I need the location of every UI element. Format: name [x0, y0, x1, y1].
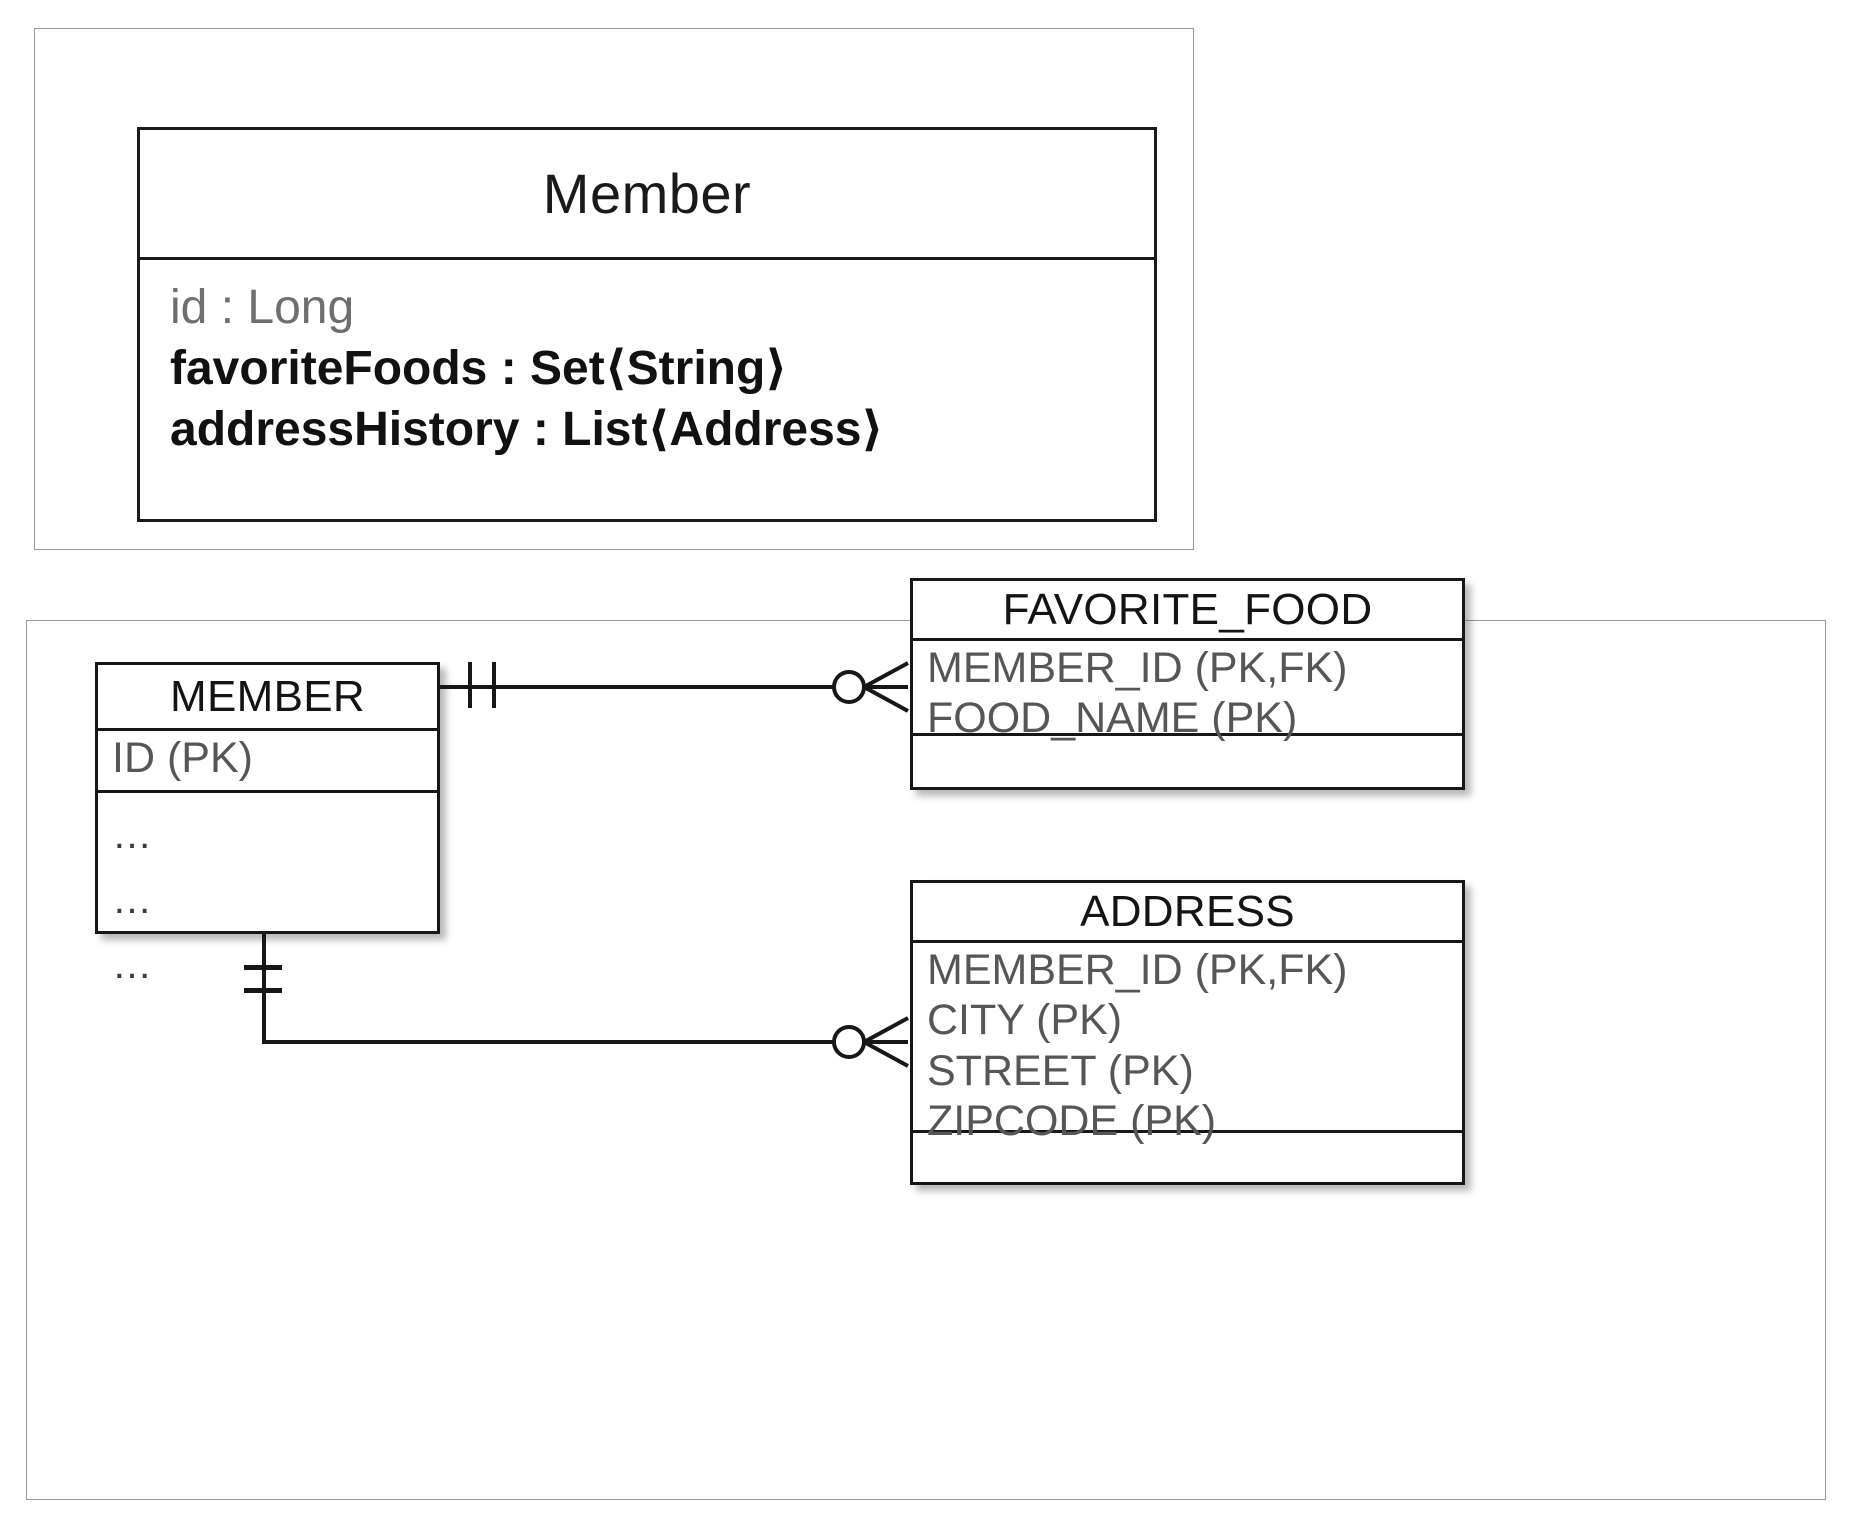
er-column-address-city: CITY (PK) — [927, 996, 1123, 1045]
cardinality-one-tick-member-address-b — [244, 988, 282, 993]
uml-attribute-favorite-foods: favoriteFoods : Set⟨String⟩ — [170, 341, 788, 395]
er-table-member-name: MEMBER — [170, 671, 365, 721]
er-column-member-id: ID (PK) — [112, 734, 253, 782]
er-table-favorite-food-name: FAVORITE_FOOD — [1002, 584, 1373, 634]
er-table-address-name: ADDRESS — [1080, 886, 1295, 936]
cardinality-one-tick-member-favorite-food-a — [468, 662, 472, 708]
er-column-member-placeholder-1: … — [112, 813, 157, 857]
er-column-favorite-food-member-id: MEMBER_ID (PK,FK) — [927, 644, 1348, 692]
uml-attribute-id: id : Long — [170, 281, 355, 334]
er-table-address[interactable]: ADDRESS MEMBER_ID (PK,FK) CITY (PK) STRE… — [910, 880, 1465, 1185]
er-table-member-header: MEMBER — [98, 665, 437, 731]
er-table-address-pk-section: MEMBER_ID (PK,FK) CITY (PK) STREET (PK) … — [913, 943, 1462, 1145]
er-table-favorite-food[interactable]: FAVORITE_FOOD MEMBER_ID (PK,FK) FOOD_NAM… — [910, 578, 1465, 790]
uml-attribute-compartment: id : Long favoriteFoods : Set⟨String⟩ ad… — [140, 260, 1154, 461]
er-column-address-zipcode: ZIPCODE (PK) — [927, 1096, 1217, 1145]
relationship-line-member-address-horizontal — [262, 1040, 850, 1044]
er-table-member[interactable]: MEMBER ID (PK) … … … — [95, 662, 440, 987]
er-column-favorite-food-food-name: FOOD_NAME (PK) — [927, 694, 1298, 743]
er-table-favorite-food-pk-section: MEMBER_ID (PK,FK) FOOD_NAME (PK) — [913, 641, 1462, 742]
uml-attribute-address-history: addressHistory : List⟨Address⟩ — [170, 402, 884, 456]
class-model-panel: Member id : Long favoriteFoods : Set⟨Str… — [34, 28, 1194, 550]
uml-class-name: Member — [542, 162, 752, 225]
uml-class-title-row: Member — [140, 130, 1154, 260]
er-table-address-header: ADDRESS — [913, 883, 1462, 943]
cardinality-one-tick-member-address-a — [244, 965, 282, 970]
relationship-line-member-favorite-food — [440, 685, 850, 689]
er-column-address-street: STREET (PK) — [927, 1046, 1194, 1095]
er-column-member-placeholder-3: … — [112, 942, 157, 987]
er-table-member-other-section: … … … — [98, 793, 437, 987]
er-column-member-placeholder-2: … — [112, 877, 157, 922]
cardinality-one-tick-member-favorite-food-b — [492, 662, 496, 708]
er-table-member-pk-section: ID (PK) — [98, 731, 437, 793]
uml-class-member[interactable]: Member id : Long favoriteFoods : Set⟨Str… — [137, 127, 1157, 522]
er-table-favorite-food-header: FAVORITE_FOOD — [913, 581, 1462, 641]
er-column-address-member-id: MEMBER_ID (PK,FK) — [927, 946, 1348, 994]
